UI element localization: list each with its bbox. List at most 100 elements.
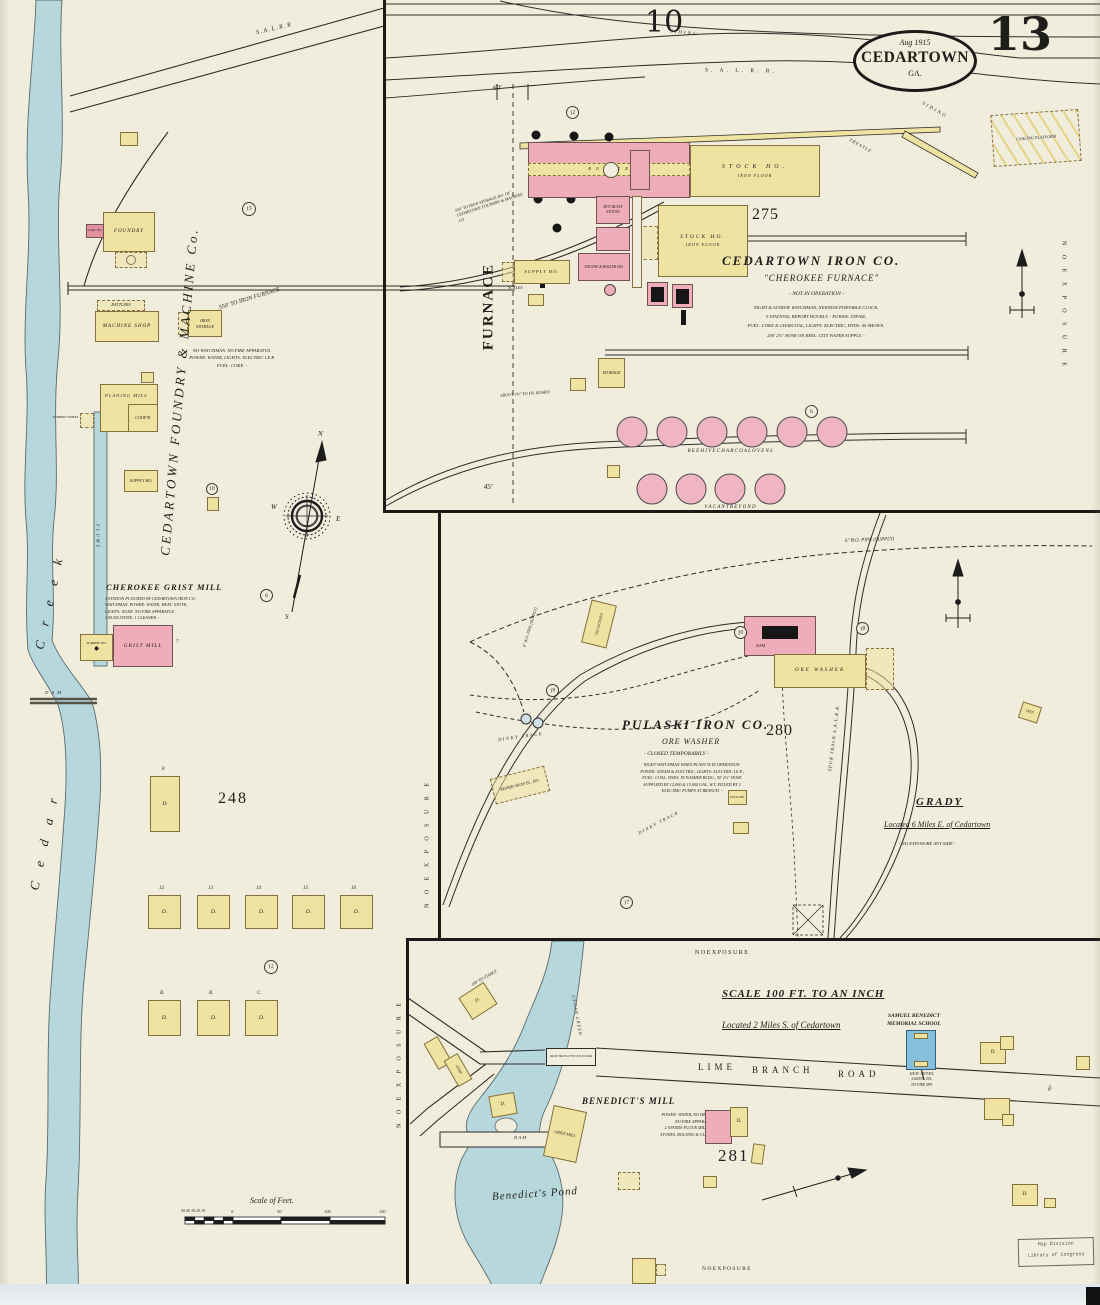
pointer-arrow-bottom [761,1167,868,1201]
mill-note-1: POWER: WATER, NO HEAT & LIGHT, [661,1112,729,1117]
stamp-line-2: Library of Congress [1027,1250,1085,1259]
stock-house-1-floor: IRON FLOOR [737,172,773,178]
tick-20: 20 [196,1208,200,1213]
furnace-section-border-bottom [383,510,1100,513]
mill-note-2: NO FIRE APPARATUS, [674,1118,716,1124]
bottom-shed [632,1258,656,1284]
mill-note-4: STONES, BOLTING & CLEANERS 2D. - [660,1132,730,1138]
road-road: ROAD [838,1069,880,1079]
stock-house-2-label: STOCK HO. [680,233,726,240]
no-exposure-furnace-right: N O E X P O S U R E [1060,240,1067,370]
road-branch: BRANCH [752,1065,814,1075]
block-number-281: 281 [718,1146,750,1165]
shed-281-a [703,1176,717,1188]
dwelling-b1-label: D. [161,1014,168,1021]
sheet-number: 13 [988,7,1053,61]
engine-boiler-house: ENGINE & BOILER HO. [578,253,630,281]
title-oval: Aug 1915 CEDARTOWN GA. [853,30,977,92]
no-exposure-bottom-left: N O E X P O S U R E [396,998,403,1128]
dwelling-bl-2: D. [488,1091,518,1119]
no-exposure-pulaski-left: N O E X P O S U R E [424,778,431,908]
bottom-section-border-top [406,938,1100,941]
foundry-annex-circle [126,255,136,265]
no-exposure-bottom-bottom: N O E X P O S U R E [702,1266,751,1272]
no-exposure-bottom-top: N O E X P O S U R E [695,950,748,956]
block-number-275: 275 [752,206,779,223]
washer-boiler-black [762,625,798,639]
dwelling-16: D. [340,895,373,929]
cooper-label: COOP'R. [135,414,151,420]
dwelling-b2-label: D. [210,1014,217,1021]
school-porch-bottom [914,1061,928,1067]
turbine-house-label: TURBINE HO. [86,640,107,645]
small-shed-a [528,294,544,306]
grady-note: - NO EXPOSURE ANY SIDE - [899,841,956,846]
railroad-lines-left [67,7,669,295]
dwelling-letter-b1: B. [160,991,165,996]
dwelling-12: D. [148,895,181,929]
planing-mill-shed [141,372,154,383]
paper-edge-left [0,0,10,1284]
grist-mill-title: CHEROKEE GRIST MILL [106,582,223,592]
grady-title: GRADY [916,796,964,808]
agency-annex [1002,1114,1014,1126]
grist-note-4: 3 RUNS STONE, 1 CLEANER. - [105,614,160,620]
ore-washer-extension [866,648,894,690]
dwelling-num-16: 16 [351,886,356,891]
pulaski-note-2: POWER: STEAM & ELECTRIC, LIGHTS: ELECTRI… [640,768,744,774]
machine-shop-label: MACHINE SHOP [102,323,152,329]
planing-mill-label: PLANING MILL [105,393,148,398]
flume-label: FLUME [95,523,101,550]
bridge-label: IRON TRUSS FENCED FLOOR [550,1054,592,1059]
iron-storage: IRON STORAGE [188,310,222,337]
turbine-wheel-glyph: ✸ [93,645,100,654]
oven-shed [607,465,620,478]
pulaski-subtitle: ORE WASHER [662,737,721,746]
north-arrow-furnace [1009,248,1035,318]
school-notes: HEAT: STOVES, LIGHTS: OIL, NO FIRE APP. [896,1072,948,1088]
block-number-280: 280 [766,722,793,739]
dwelling-12-label: D. [161,908,168,915]
adjacent-sheet-number: 10 [645,5,684,40]
grist-mill-notes: 1 STATION PUNCHED BY CEDARTOWN IRON CO. … [105,596,196,621]
compass-n: N [318,430,323,438]
ore-washer-building: ORE WASHER [774,654,866,688]
dwelling-bl-2-label: D. [500,1101,506,1108]
benedicts-mill-title: BENEDICT'S MILL [582,1096,676,1106]
foundry-label: FOUNDRY [114,229,144,235]
sal-railroad-label: S. A. L. R. R. [704,67,777,75]
scale-tick-150: 150 [379,1209,386,1214]
cast-circle [604,284,616,296]
scale-tick-0: 0 [231,1209,234,1214]
scales-label: SCALES [508,285,523,290]
store-label: STORE [454,1064,464,1075]
stock-house-2: STOCK HO. IRON FLOOR [658,205,748,277]
dwelling-right-l-label: D. [990,1050,996,1056]
ave-width-60: 60' [493,84,502,92]
furnace-note-4: 200' 2½" HOSE ON REEL. CITY WATER SUPPLY… [767,332,865,338]
coaling-platform-label: COALING PLATFORM [1012,133,1060,143]
dwelling-281-yellow: D. [730,1107,748,1137]
north-arrow-pulaski [945,558,971,628]
school-note-1: HEAT: STOVES, [909,1072,935,1076]
office-label: OFF. [1025,707,1036,716]
compass-rose [283,440,331,613]
engine-house-label: ENGINE & BOILER HO. [584,264,624,269]
tick-30: 30 [191,1208,195,1213]
tool-shed-2 [733,822,749,834]
scale-tick-50: 50 [277,1209,282,1214]
furnace-note-1: NIGHT & SUNDAY WATCHMAN, NEWMAN PORTABLE… [753,305,879,310]
vacant-label: V A C A N T B E Y O N D [704,505,756,510]
school-porch-top [914,1033,928,1039]
small-stove-house [207,497,219,511]
ave-width-45: 45' [484,483,493,491]
foundry-notes: NO WATCHMAN. NO FIRE APPARATUS. POWER: W… [180,347,284,369]
dwelling-b2: D. [197,1000,230,1036]
furnace-section-border-left [383,0,386,513]
dwelling-c: D. [245,1000,278,1036]
creek-bridge: IRON TRUSS FENCED FLOOR [546,1048,596,1066]
sheet-date: Aug 1915 [899,38,931,47]
foundry-note-3: FUEL: COKE. - [216,362,248,368]
